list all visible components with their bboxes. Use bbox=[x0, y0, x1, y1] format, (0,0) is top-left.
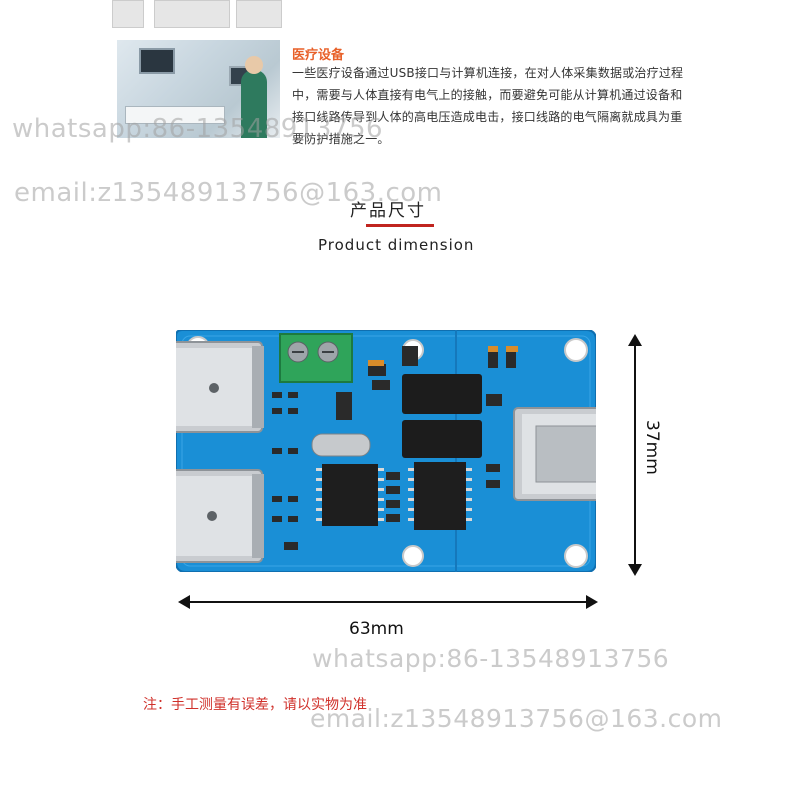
width-dimension-label: 63mm bbox=[349, 619, 404, 639]
medical-section-text: 一些医疗设备通过USB接口与计算机连接，在对人体采集数据或治疗过程中，需要与人体… bbox=[292, 66, 684, 146]
medical-section-title: 医疗设备 bbox=[292, 48, 345, 63]
terminal-block bbox=[279, 333, 353, 383]
measurement-note: 注：手工测量有误差，请以实物为准 bbox=[143, 697, 367, 713]
height-dimension-arrow bbox=[628, 334, 642, 576]
usb-b-port bbox=[513, 407, 596, 501]
watermark-whatsapp-top: whatsapp:86-13548913756 bbox=[12, 114, 384, 144]
watermark-email-bottom: email:z13548913756@163.com bbox=[310, 704, 723, 733]
thumbnail-usb bbox=[112, 0, 144, 28]
medical-equipment-photo bbox=[117, 40, 280, 138]
watermark-email-top: email:z13548913756@163.com bbox=[14, 178, 443, 208]
top-image-strip bbox=[112, 0, 284, 30]
thumbnail-device bbox=[236, 0, 282, 28]
dimension-title-en: Product dimension bbox=[318, 236, 475, 254]
dimension-title-cn: 产品尺寸 bbox=[350, 201, 426, 221]
watermark-whatsapp-bottom: whatsapp:86-13548913756 bbox=[312, 644, 670, 673]
height-dimension-label: 37mm bbox=[642, 420, 662, 475]
usb-isolator-board-image bbox=[176, 330, 596, 572]
usb-a-port-top bbox=[176, 341, 264, 433]
usb-a-port-bottom bbox=[176, 469, 264, 563]
title-underline bbox=[366, 224, 434, 227]
thumbnail-keyboard bbox=[154, 0, 230, 28]
width-dimension-arrow bbox=[178, 595, 598, 609]
